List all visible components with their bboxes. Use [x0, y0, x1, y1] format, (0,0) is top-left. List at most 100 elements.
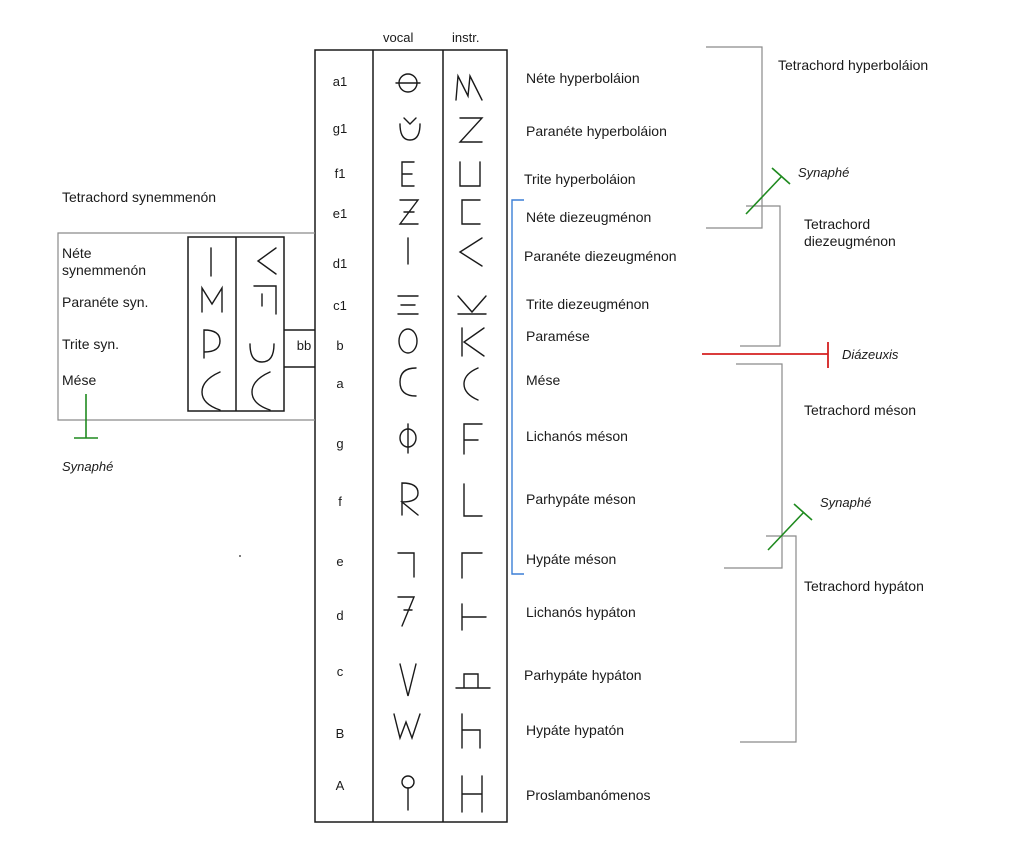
note-name-trite-diezeugmenon: Trite diezeugménon: [526, 296, 650, 312]
bracket-hypaton: [740, 535, 797, 743]
syn-instr-nete: [256, 247, 277, 275]
synaphe-markers: [74, 167, 813, 551]
tetrachord-synemmenon-label: Tetrachord synemmenón: [62, 189, 217, 205]
note-name-paranete-hyperbolaion: Paranéte hyperboláion: [526, 123, 667, 139]
instr-symbol-b: [461, 327, 485, 357]
instr-symbol-c: [455, 673, 491, 689]
instr-symbol-d: [461, 603, 487, 631]
vocal-symbol-g1: [399, 117, 421, 141]
note-name-parhypate-hypaton: Parhypáte hypáton: [524, 667, 642, 683]
instr-symbol-e: [461, 552, 483, 579]
note-name-proslambanomenos: Proslambanómenos: [526, 787, 651, 803]
note-name-nete-hyperbolaion: Néte hyperboláion: [526, 70, 640, 86]
note-name-hypate-meson: Hypáte méson: [526, 551, 617, 567]
vocal-symbol-f: [400, 482, 419, 516]
synemmenon-outline: [57, 232, 315, 421]
pitch-d1: d1: [332, 256, 348, 271]
instr-symbol-f: [463, 483, 483, 517]
vocal-symbol-A: [401, 775, 415, 811]
synemmenon-box: [187, 236, 315, 412]
vocal-symbols: [393, 73, 421, 811]
pitch-f1: f1: [334, 166, 346, 181]
note-name-nete-diezeugmenon: Néte diezeugménon: [526, 209, 652, 225]
instr-symbol-B: [461, 713, 481, 749]
vocal-symbol-e: [397, 552, 415, 578]
synaphe-left-label: Synaphé: [62, 459, 114, 474]
bracket-meson: [724, 363, 783, 569]
syn-vocal-paranete: [201, 285, 223, 313]
pitch-c1: c1: [333, 298, 347, 313]
syn-mese-label: Mése: [62, 372, 97, 388]
instr-symbol-f1: [459, 161, 481, 187]
note-name-hypate-hypaton: Hypáte hypatón: [526, 722, 625, 738]
syn-nete-label: Néte synemmenón: [62, 245, 146, 279]
pitch-a: a: [336, 376, 344, 391]
blue-octave-bracket: [511, 199, 524, 575]
instr-symbol-g1: [458, 117, 484, 143]
synemmenon-symbols: [201, 247, 277, 411]
instr-symbol-d1: [458, 237, 483, 267]
diazeuxis-marker: [702, 342, 829, 368]
tetrachord-diezeugmenon-line2: diezeugménon: [804, 233, 896, 249]
pitch-g: g: [336, 436, 344, 451]
tetrachord-hyperbolaion-label: Tetrachord hyperboláion: [778, 57, 929, 73]
bracket-diezeugmenon: [740, 205, 781, 347]
instr-symbol-g: [463, 423, 483, 455]
vocal-symbol-c: [399, 663, 417, 697]
pitch-B: B: [335, 726, 345, 741]
tetrachord-diezeugmenon-line1: Tetrachord: [804, 216, 871, 232]
syn-paranete-label: Paranéte syn.: [62, 294, 149, 310]
syn-nete-line1: Néte: [62, 245, 92, 261]
instr-symbol-a1: [455, 73, 483, 101]
syn-instr-mese: [251, 371, 271, 411]
note-name-mese: Mése: [526, 372, 561, 388]
syn-instr-paranete: [253, 285, 277, 315]
stray-dot: [239, 555, 241, 557]
note-name-parhypate-meson: Parhypáte méson: [526, 491, 636, 507]
note-name-paramese: Paramése: [526, 328, 590, 344]
tetrachord-hypaton-label: Tetrachord hypáton: [804, 578, 924, 594]
pitch-a1: a1: [332, 74, 348, 89]
vocal-symbol-a: [399, 367, 417, 397]
instr-symbol-c1: [457, 295, 487, 315]
tetrachord-brackets: [706, 46, 797, 743]
instr-column-header: instr.: [452, 30, 480, 45]
vocal-symbol-B: [393, 713, 421, 741]
tetrachord-meson-label: Tetrachord méson: [804, 402, 917, 418]
vocal-symbol-d: [397, 596, 416, 627]
pitch-g1: g1: [332, 121, 348, 136]
pitch-e: e: [336, 554, 344, 569]
synaphe-lower-marker: [767, 503, 813, 551]
note-name-trite-hyperbolaion: Trite hyperboláion: [524, 171, 636, 187]
syn-nete-line2: synemmenón: [62, 262, 147, 278]
bracket-hyperbolaion: [706, 46, 763, 229]
vocal-symbol-e1: [398, 199, 420, 225]
vocal-symbol-g: [399, 423, 417, 454]
pitch-d: d: [336, 608, 344, 623]
instr-symbol-A: [461, 775, 483, 813]
vocal-symbol-b: [398, 328, 418, 354]
instr-symbol-e1: [461, 199, 481, 225]
pitch-b: b: [336, 338, 344, 353]
pitch-c: c: [336, 664, 344, 679]
vocal-column-header: vocal: [383, 30, 414, 45]
syn-vocal-trite: [203, 329, 221, 359]
synaphe-lower-label: Synaphé: [820, 495, 872, 510]
main-table-frame: [314, 49, 508, 823]
vocal-symbol-a1: [395, 73, 421, 93]
synaphe-left-marker: [74, 394, 98, 439]
tetrachord-diezeugmenon-label: Tetrachord diezeugménon: [804, 216, 896, 250]
syn-vocal-mese: [201, 371, 221, 411]
pitch-e1: e1: [332, 206, 348, 221]
synaphe-upper-label: Synaphé: [798, 165, 850, 180]
vocal-symbol-f1: [401, 161, 415, 187]
note-name-lichanos-hypaton: Lichanós hypáton: [526, 604, 636, 620]
pitch-f: f: [338, 494, 342, 509]
vocal-symbol-c1: [397, 295, 419, 315]
pitch-A: A: [335, 778, 345, 793]
diazeuxis-label: Diázeuxis: [842, 347, 899, 362]
synaphe-upper-marker: [745, 167, 791, 215]
syn-instr-trite: [249, 343, 275, 363]
syn-trite-label: Trite syn.: [62, 336, 120, 352]
